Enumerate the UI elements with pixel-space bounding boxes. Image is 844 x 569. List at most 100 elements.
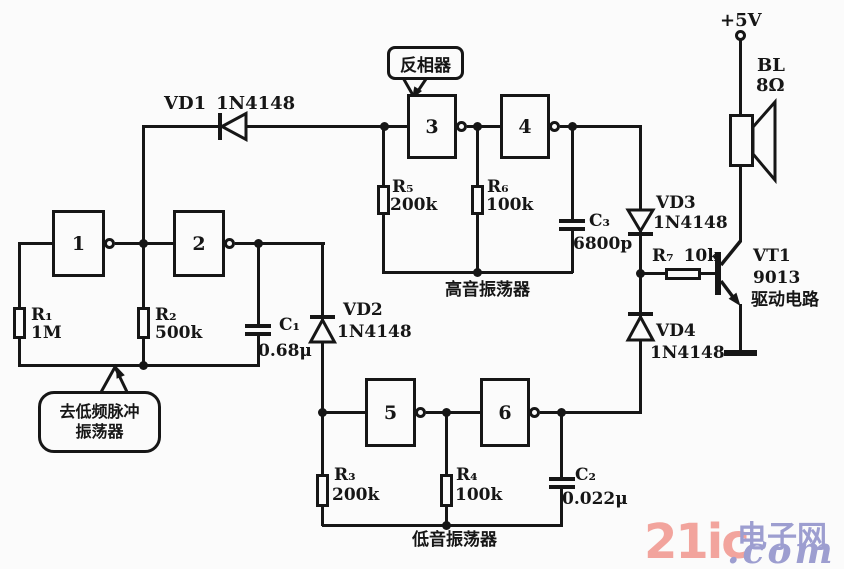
gate-2-output-bubble [224, 238, 235, 249]
resistor-r4-value: 100k [455, 485, 503, 505]
speaker-cone-icon [751, 98, 777, 185]
diode-vd4-symbol [625, 312, 656, 342]
junction-dot [473, 268, 482, 277]
wire [739, 304, 742, 353]
capacitor-c2-value: 0.022μ [562, 489, 628, 509]
gate-3-number: 3 [425, 115, 439, 138]
junction-dot [568, 122, 577, 131]
resistor-r6-value: 100k [486, 195, 534, 215]
gate-5-number: 5 [383, 401, 398, 424]
wire [257, 242, 260, 325]
resistor-r4 [440, 474, 453, 507]
gate-6-number: 6 [498, 401, 512, 424]
junction-dot [442, 521, 451, 530]
capacitor-c2-name: C₂ [575, 465, 596, 485]
gate-2: 2 [173, 210, 225, 277]
supply-label: +5V [720, 10, 762, 31]
wire [571, 125, 574, 221]
resistor-r1-name: R₁ [31, 305, 53, 325]
transistor-vt1-symbol [715, 239, 742, 306]
capacitor-c3 [559, 227, 585, 231]
resistor-r7 [665, 268, 701, 280]
gate-3-output-bubble [456, 121, 467, 132]
callout-lf-line2: 振荡器 [75, 422, 124, 441]
diode-vd1-symbol [218, 110, 248, 143]
diode-vd2-name: VD2 [343, 300, 383, 320]
wire [560, 489, 563, 526]
wire [18, 242, 52, 245]
junction-dot [318, 408, 327, 417]
callout-lf-arrowhead [116, 366, 125, 379]
resistor-r3 [316, 474, 329, 507]
transistor-vt1-note: 驱动电路 [751, 290, 819, 310]
gate-1-number: 1 [71, 232, 86, 255]
gate-2-number: 2 [192, 232, 206, 255]
wire [560, 125, 642, 128]
watermark-tld: .com [727, 530, 836, 569]
wire [426, 411, 480, 414]
gate-3: 3 [407, 94, 457, 159]
resistor-r5-name: R₅ [392, 177, 414, 197]
section-high-osc-label: 高音振荡器 [445, 280, 530, 300]
wire [257, 336, 260, 366]
resistor-r2 [137, 307, 150, 339]
speaker-name: BL [757, 55, 785, 76]
gate-5-output-bubble [415, 407, 426, 418]
diode-vd4-model: 1N4148 [650, 343, 725, 363]
callout-inverter-text: 反相器 [400, 55, 451, 76]
wire [384, 125, 407, 128]
resistor-r1-value: 1M [31, 323, 62, 343]
wire [467, 125, 500, 128]
transistor-vt1-name: VT1 [753, 246, 791, 266]
resistor-r2-value: 500k [155, 323, 203, 343]
gate-4-output-bubble [549, 121, 560, 132]
wire [540, 411, 642, 414]
gate-6: 6 [480, 378, 530, 447]
wire [321, 242, 324, 526]
speaker-impedance: 8Ω [756, 75, 785, 96]
wire [235, 242, 325, 245]
wire [571, 231, 574, 273]
junction-dot [139, 239, 148, 248]
capacitor-c3 [559, 219, 585, 223]
junction-dot [254, 239, 263, 248]
wire [323, 411, 365, 414]
resistor-r5 [377, 185, 390, 215]
resistor-r2-name: R₂ [155, 305, 177, 325]
resistor-r7-value: 10k [683, 246, 720, 266]
capacitor-c1 [245, 324, 271, 328]
resistor-r7-label: R₇ 10k [652, 247, 719, 266]
capacitor-c1 [245, 332, 271, 336]
resistor-r7-name: R₇ [652, 246, 674, 266]
supply-terminal [735, 30, 746, 41]
wire [445, 411, 448, 526]
diode-vd2-symbol [307, 315, 338, 344]
capacitor-c2 [549, 485, 575, 489]
gate-4: 4 [500, 94, 550, 159]
diode-vd1-name: VD1 [164, 93, 207, 114]
callout-lf-line1: 去低频脉冲 [59, 402, 140, 421]
diode-vd3-symbol [625, 208, 656, 236]
callout-lf-tail [97, 363, 131, 396]
wire [18, 242, 21, 366]
capacitor-c3-name: C₃ [589, 211, 610, 231]
capacitor-c3-value: 6800p [573, 234, 633, 254]
capacitor-c1-name: C₁ [279, 315, 300, 335]
callout-inverter: 反相器 [387, 46, 464, 80]
junction-dot [442, 408, 451, 417]
capacitor-c2 [549, 477, 575, 481]
junction-dot [636, 269, 645, 278]
wire [142, 125, 384, 128]
wire [739, 40, 742, 116]
gate-1: 1 [52, 210, 105, 277]
resistor-r3-name: R₃ [334, 465, 356, 485]
section-low-osc-label: 低音振荡器 [412, 530, 497, 550]
junction-dot [139, 361, 148, 370]
diode-vd2-model: 1N4148 [337, 322, 412, 342]
diode-vd4-name: VD4 [656, 321, 696, 341]
watermark-brand: 21ic [644, 514, 750, 569]
resistor-r6 [471, 185, 484, 215]
